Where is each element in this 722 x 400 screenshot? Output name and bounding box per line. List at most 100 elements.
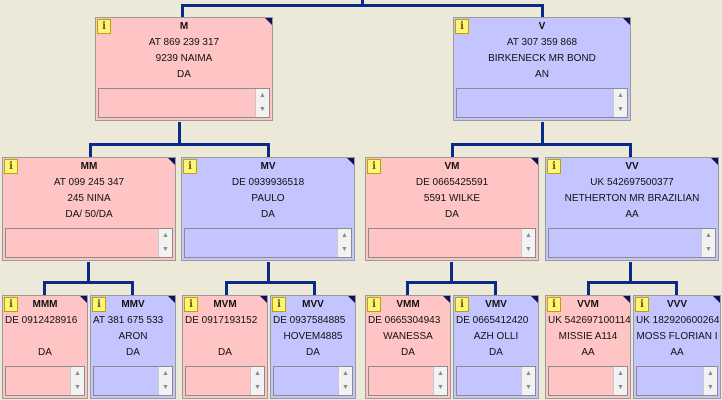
scrollbar[interactable]: ▲ ▼ [701,229,715,257]
pedigree-card-mm[interactable]: i MM AT 099 245 347 245 NINA DA/ 50/DA ▲… [2,157,176,261]
pedigree-card-mv[interactable]: i MV DE 0939936518 PAULO DA ▲ ▼ [181,157,355,261]
pedigree-card-vm[interactable]: i VM DE 0665425591 5591 WILKE DA ▲ ▼ [365,157,539,261]
scroll-up-icon[interactable]: ▲ [341,232,348,239]
corner-marker [623,18,630,25]
scrollbar[interactable]: ▲ ▼ [337,229,351,257]
scrollbar[interactable]: ▲ ▼ [521,367,535,395]
scrollbar[interactable]: ▲ ▼ [433,367,447,395]
pedigree-card-m[interactable]: i M AT 869 239 317 9239 NAIMA DA ▲ ▼ [95,17,273,121]
pedigree-card-vmv[interactable]: i VMV DE 0665412420 AZH OLLI DA ▲ ▼ [453,295,539,399]
pedigree-card-vmm[interactable]: i VMM DE 0665304943 WANESSA DA ▲ ▼ [365,295,451,399]
notes-field[interactable]: ▲ ▼ [184,228,352,258]
breed-code: DA [38,347,52,358]
scroll-down-icon[interactable]: ▼ [162,384,169,391]
scroll-up-icon[interactable]: ▲ [342,370,349,377]
pedigree-card-mmm[interactable]: i MMM DE 0912428916 DA ▲ ▼ [2,295,88,399]
corner-marker [168,296,175,303]
scroll-up-icon[interactable]: ▲ [707,370,714,377]
connector [541,4,544,18]
connector [406,281,409,296]
scrollbar[interactable]: ▲ ▼ [250,367,264,395]
scroll-down-icon[interactable]: ▼ [162,246,169,253]
pedigree-card-vvm[interactable]: i VVM UK 542697100114 MISSIE A114 AA ▲ ▼ [545,295,631,399]
scrollbar[interactable]: ▲ ▼ [158,229,172,257]
info-icon[interactable]: i [272,297,286,312]
info-icon[interactable]: i [635,297,649,312]
scroll-up-icon[interactable]: ▲ [254,370,261,377]
info-icon[interactable]: i [367,297,381,312]
scroll-down-icon[interactable]: ▼ [525,384,532,391]
scroll-up-icon[interactable]: ▲ [74,370,81,377]
info-icon[interactable]: i [547,159,561,174]
notes-field[interactable]: ▲ ▼ [5,228,173,258]
connector [629,262,632,282]
notes-field[interactable]: ▲ ▼ [548,366,628,396]
scrollbar[interactable]: ▲ ▼ [158,367,172,395]
notes-field[interactable]: ▲ ▼ [273,366,353,396]
scroll-down-icon[interactable]: ▼ [617,384,624,391]
notes-field[interactable]: ▲ ▼ [93,366,173,396]
pedigree-card-mvm[interactable]: i MVM DE 0917193152 DA ▲ ▼ [182,295,268,399]
scrollbar[interactable]: ▲ ▼ [703,367,717,395]
notes-field[interactable]: ▲ ▼ [368,228,536,258]
scroll-up-icon[interactable]: ▲ [259,92,266,99]
scroll-up-icon[interactable]: ▲ [162,232,169,239]
scroll-down-icon[interactable]: ▼ [74,384,81,391]
info-icon[interactable]: i [367,159,381,174]
scrollbar[interactable]: ▲ ▼ [613,89,627,117]
scroll-down-icon[interactable]: ▼ [437,384,444,391]
breed-code: DA [489,347,503,358]
notes-field[interactable]: ▲ ▼ [5,366,85,396]
corner-marker [168,158,175,165]
notes-field[interactable]: ▲ ▼ [456,366,536,396]
scrollbar[interactable]: ▲ ▼ [521,229,535,257]
scroll-down-icon[interactable]: ▼ [259,106,266,113]
scroll-up-icon[interactable]: ▲ [525,232,532,239]
info-icon[interactable]: i [183,159,197,174]
notes-field[interactable]: ▲ ▼ [185,366,265,396]
info-icon[interactable]: i [4,159,18,174]
card-code: MV [260,161,276,172]
scroll-up-icon[interactable]: ▲ [162,370,169,377]
scroll-down-icon[interactable]: ▼ [342,384,349,391]
scrollbar[interactable]: ▲ ▼ [255,89,269,117]
info-icon[interactable]: i [92,297,106,312]
connector [267,262,270,282]
scroll-up-icon[interactable]: ▲ [437,370,444,377]
scrollbar[interactable]: ▲ ▼ [70,367,84,395]
notes-field[interactable]: ▲ ▼ [548,228,716,258]
pedigree-card-v[interactable]: i V AT 307 359 868 BIRKENECK MR BOND AN … [453,17,631,121]
registration-number: AT 869 239 317 [148,37,220,48]
pedigree-card-mmv[interactable]: i MMV AT 381 675 533 ARON DA ▲ ▼ [90,295,176,399]
registration-number: AT 381 675 533 [93,315,164,326]
info-icon[interactable]: i [547,297,561,312]
breed-code: AN [535,69,549,80]
info-icon[interactable]: i [455,297,469,312]
breed-code: AA [670,347,684,358]
scroll-down-icon[interactable]: ▼ [617,106,624,113]
info-icon[interactable]: i [97,19,111,34]
pedigree-card-vv[interactable]: i VV UK 542697500377 NETHERTON MR BRAZIL… [545,157,719,261]
scroll-up-icon[interactable]: ▲ [705,232,712,239]
scroll-up-icon[interactable]: ▲ [525,370,532,377]
scroll-up-icon[interactable]: ▲ [617,370,624,377]
notes-field[interactable]: ▲ ▼ [636,366,718,396]
pedigree-card-vvv[interactable]: i VVV UK 182920600264 MOSS FLORIAN I AA … [633,295,721,399]
scroll-down-icon[interactable]: ▼ [254,384,261,391]
scroll-up-icon[interactable]: ▲ [617,92,624,99]
notes-field[interactable]: ▲ ▼ [98,88,270,118]
scrollbar[interactable]: ▲ ▼ [613,367,627,395]
info-icon[interactable]: i [4,297,18,312]
notes-field[interactable]: ▲ ▼ [368,366,448,396]
info-icon[interactable]: i [455,19,469,34]
connector [225,281,228,296]
scroll-down-icon[interactable]: ▼ [341,246,348,253]
info-icon[interactable]: i [184,297,198,312]
scroll-down-icon[interactable]: ▼ [707,384,714,391]
breed-code: DA [126,347,140,358]
scroll-down-icon[interactable]: ▼ [705,246,712,253]
scroll-down-icon[interactable]: ▼ [525,246,532,253]
scrollbar[interactable]: ▲ ▼ [338,367,352,395]
pedigree-card-mvv[interactable]: i MVV DE 0937584885 HOVEM4885 DA ▲ ▼ [270,295,356,399]
notes-field[interactable]: ▲ ▼ [456,88,628,118]
